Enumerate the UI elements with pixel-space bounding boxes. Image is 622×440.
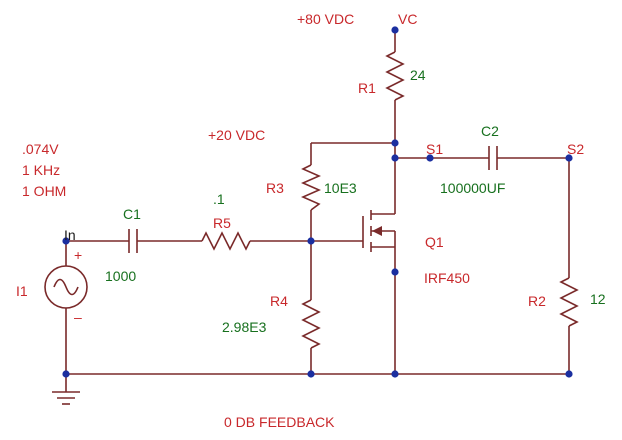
source-frequency-label: 1 KHz [22,162,60,178]
node-s1[interactable] [426,154,434,162]
r1-value-label: 24 [410,67,426,83]
resistor-r5[interactable] [201,231,251,251]
node-gnd-r4[interactable] [307,370,315,378]
node-gnd-q1[interactable] [391,370,399,378]
capacitor-c2[interactable] [488,146,498,170]
r5-name-label: R5 [213,215,231,231]
wires [65,30,570,392]
input-net-label: In [64,227,76,243]
r4-name-label: R4 [270,293,288,309]
i1-name-label: I1 [16,283,28,299]
r1-name-label: R1 [358,80,376,96]
c2-name-label: C2 [481,123,499,139]
node-gnd-r2[interactable] [565,370,573,378]
vc-voltage-label: +80 VDC [297,11,354,27]
nodes [62,26,573,378]
resistor-r4[interactable] [301,299,321,349]
r2-name-label: R2 [528,293,546,309]
r2-value-label: 12 [590,291,606,307]
vc-net-label: VC [398,11,417,27]
current-source-i1[interactable] [44,265,88,309]
source-impedance-label: 1 OHM [22,183,66,199]
node-source[interactable] [391,268,399,276]
resistor-r2[interactable] [559,277,579,327]
ground-symbol [52,391,80,405]
node-gnd-left[interactable] [62,370,70,378]
node-in[interactable] [62,237,70,245]
labels: +80 VDC VC R1 24 +20 VDC S1 C2 S2 100000… [16,11,606,430]
node-vc[interactable] [391,26,399,34]
node-s2[interactable] [565,154,573,162]
mosfet-arrow-icon [372,226,382,236]
source-amplitude-label: .074V [22,141,59,157]
q1-part-label: IRF450 [424,270,470,286]
resistor-r1[interactable] [385,51,405,101]
source-minus-label: – [74,309,82,325]
node-drain[interactable] [391,139,399,147]
caption-label: 0 DB FEEDBACK [224,414,335,430]
s2-probe-label: S2 [567,141,584,157]
source-plus-label: + [74,247,82,263]
capacitor-c1[interactable] [128,229,138,253]
c1-value-label: 1000 [105,268,136,284]
r5-value-label: .1 [213,191,225,207]
resistor-r3[interactable] [301,164,321,211]
node-drain-s1[interactable] [391,154,399,162]
q1-name-label: Q1 [425,234,444,250]
r4-value-label: 2.98E3 [222,319,267,335]
node-gate[interactable] [307,237,315,245]
r3-value-label: 10E3 [324,180,357,196]
r3-name-label: R3 [266,180,284,196]
bias-voltage-label: +20 VDC [208,127,265,143]
c1-name-label: C1 [123,206,141,222]
s1-probe-label: S1 [426,141,443,157]
mosfet-q1[interactable] [362,210,396,252]
c2-value-label: 100000UF [440,180,505,196]
